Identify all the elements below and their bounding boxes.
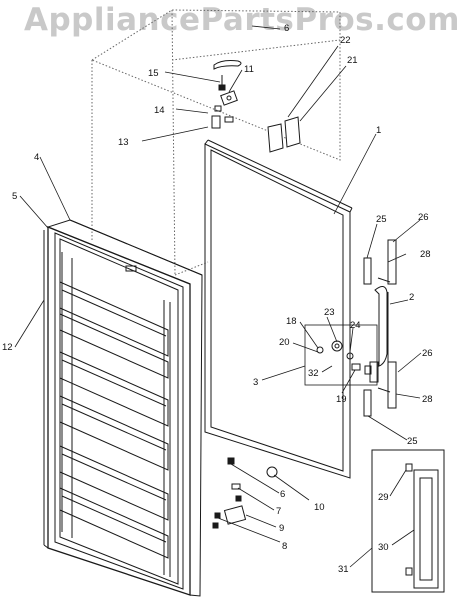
- callout-31: 31: [338, 564, 349, 575]
- callout-7: 7: [276, 506, 281, 517]
- callout-9: 9: [279, 523, 284, 534]
- callout-15: 15: [148, 68, 159, 79]
- outer-door-panel: [204, 139, 353, 479]
- callout-25-upper: 25: [376, 214, 387, 225]
- callout-28-lower: 28: [422, 394, 433, 405]
- callout-22: 22: [340, 35, 351, 46]
- callout-labels: 6 22 21 15 11 14 1 13 4 5 25 26 28 2 23 …: [2, 23, 433, 575]
- callout-6-lower: 6: [280, 489, 285, 500]
- leader-lines: [14, 25, 422, 568]
- callout-25-lower: 25: [407, 436, 418, 447]
- handle-assembly: [363, 239, 397, 417]
- accessory-handle-box: [371, 449, 445, 593]
- inner-door-liner: [43, 219, 203, 597]
- callout-23: 23: [324, 307, 335, 318]
- callout-29: 29: [378, 492, 389, 503]
- callout-2: 2: [409, 292, 414, 303]
- callout-21: 21: [347, 55, 358, 66]
- watermark: AppliancePartsPros.com: [24, 2, 460, 38]
- callout-19: 19: [336, 394, 347, 405]
- panel-parts-21-22: [267, 116, 301, 153]
- callout-14: 14: [154, 105, 165, 116]
- callout-8: 8: [282, 541, 287, 552]
- cabinet-outline: [90, 9, 341, 276]
- top-hinge-assembly: [211, 75, 238, 129]
- callout-20: 20: [279, 337, 290, 348]
- lower-hinge-parts: [212, 457, 278, 529]
- callout-32: 32: [308, 368, 319, 379]
- callout-3: 3: [253, 377, 258, 388]
- callout-26-lower: 26: [422, 348, 433, 359]
- callout-1: 1: [376, 125, 381, 136]
- callout-28-upper: 28: [420, 249, 431, 260]
- callout-18: 18: [286, 316, 297, 327]
- callout-12: 12: [2, 342, 13, 353]
- callout-4: 4: [34, 152, 39, 163]
- callout-26-upper: 26: [418, 212, 429, 223]
- door-shelves: [59, 252, 171, 577]
- callout-24: 24: [350, 320, 361, 331]
- callout-10: 10: [314, 502, 325, 513]
- callout-11: 11: [244, 64, 254, 75]
- callout-30: 30: [378, 542, 389, 553]
- callout-6-top: 6: [284, 23, 289, 34]
- callout-5: 5: [12, 191, 17, 202]
- callout-13: 13: [118, 137, 129, 148]
- top-clip-part: [213, 60, 242, 70]
